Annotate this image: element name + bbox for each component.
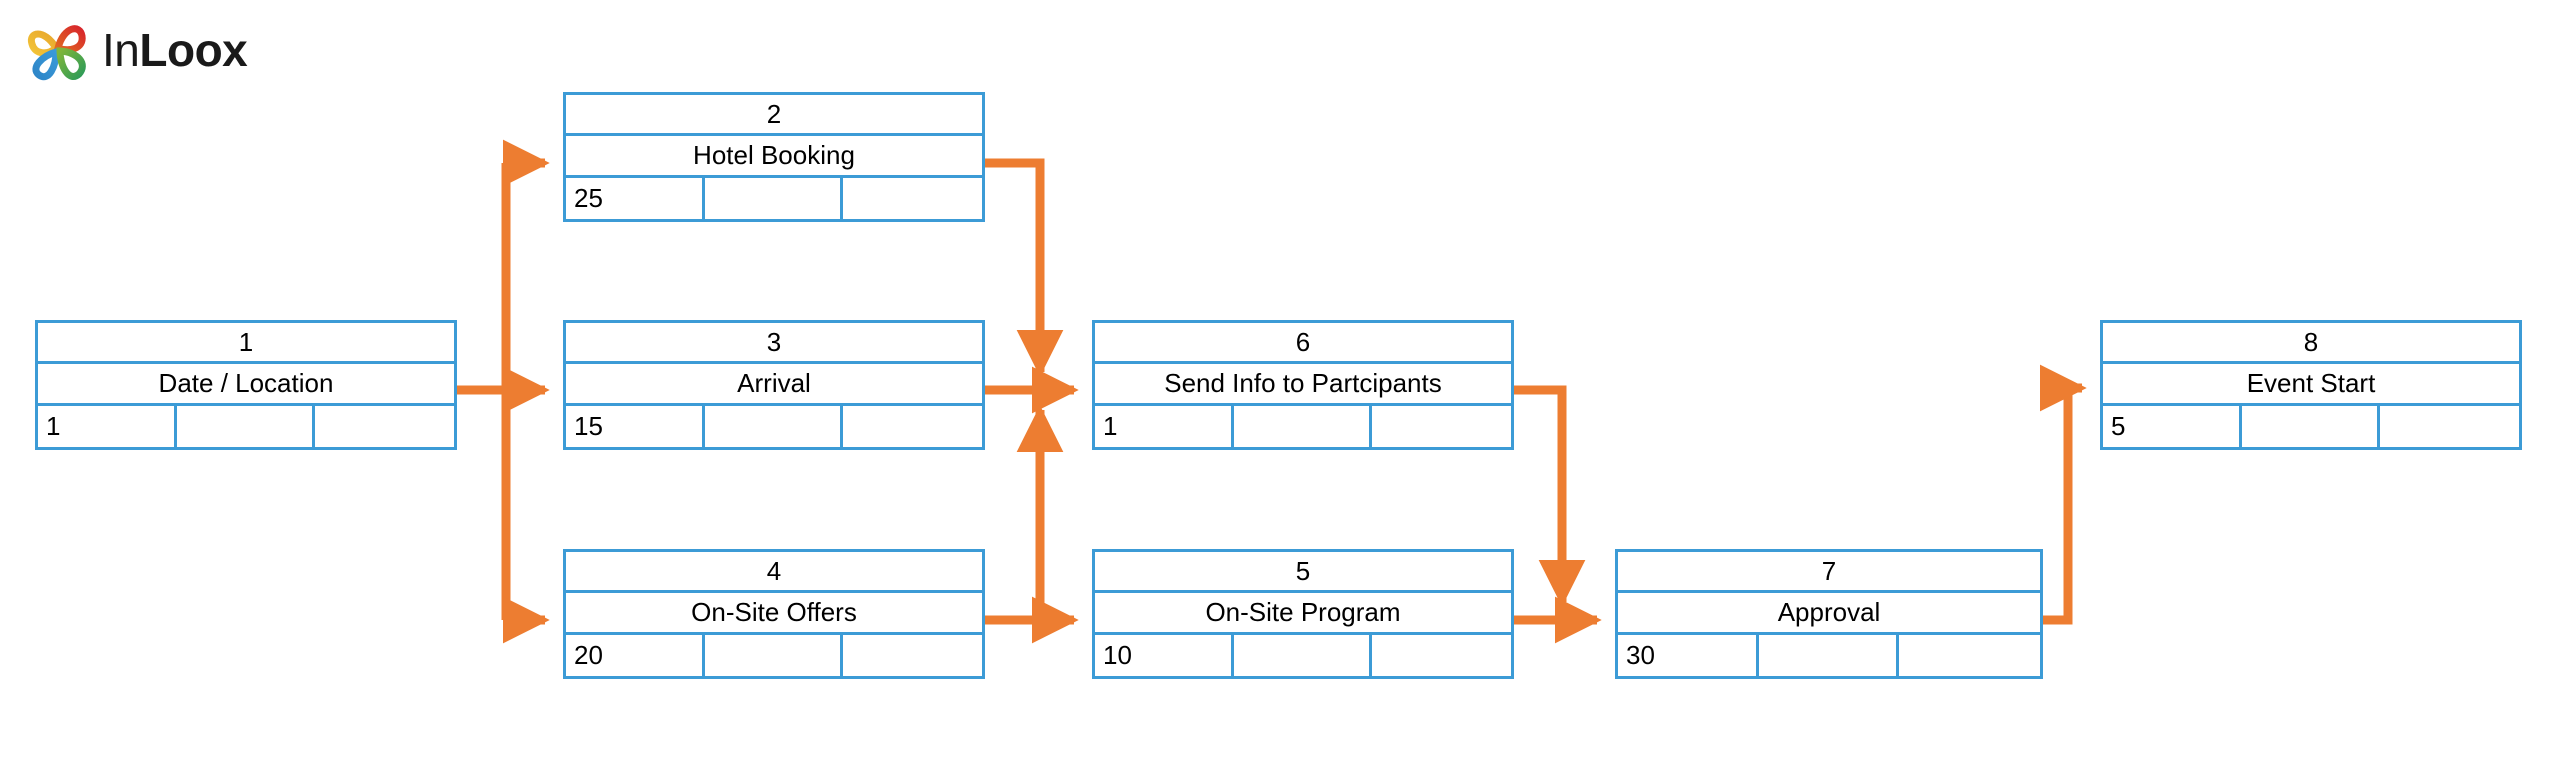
node-duration: 30	[1618, 635, 1759, 676]
inloox-logo: InLoox	[22, 14, 248, 86]
inloox-pinwheel-icon	[22, 14, 94, 86]
node-footer: 10	[1095, 635, 1511, 676]
link-7-8	[2039, 364, 2087, 625]
node-name: Hotel Booking	[566, 136, 982, 178]
node-id: 2	[566, 95, 982, 136]
wordmark-loox: Loox	[139, 24, 248, 76]
node-cell-3	[843, 178, 982, 219]
node-cell-2	[705, 406, 844, 447]
link-2-6	[985, 158, 1064, 377]
node-cell-3	[1899, 635, 2040, 676]
node-name: Send Info to Partcipants	[1095, 364, 1511, 406]
node-duration: 10	[1095, 635, 1234, 676]
node-name: Event Start	[2103, 364, 2519, 406]
node-id: 7	[1618, 552, 2040, 593]
node-cell-2	[705, 178, 844, 219]
wordmark-in: In	[102, 24, 140, 76]
node-id: 8	[2103, 323, 2519, 364]
node-cell-3	[1372, 406, 1511, 447]
node-duration: 20	[566, 635, 705, 676]
node-id: 1	[38, 323, 454, 364]
link-4-6	[985, 405, 1064, 625]
node-footer: 5	[2103, 406, 2519, 447]
node-cell-2	[1234, 406, 1373, 447]
node-id: 6	[1095, 323, 1511, 364]
node-footer: 30	[1618, 635, 2040, 676]
node-id: 3	[566, 323, 982, 364]
node-footer: 1	[38, 406, 454, 447]
node-footer: 20	[566, 635, 982, 676]
node-name: Date / Location	[38, 364, 454, 406]
node-id: 4	[566, 552, 982, 593]
node-duration: 25	[566, 178, 705, 219]
node-footer: 15	[566, 406, 982, 447]
node-duration: 5	[2103, 406, 2242, 447]
node-footer: 1	[1095, 406, 1511, 447]
node-id: 5	[1095, 552, 1511, 593]
node-footer: 25	[566, 178, 982, 219]
node-cell-3	[843, 406, 982, 447]
node-cell-3	[315, 406, 454, 447]
node-name: Approval	[1618, 593, 2040, 635]
node-cell-2	[1759, 635, 1900, 676]
node-name: On-Site Program	[1095, 593, 1511, 635]
node-name: Arrival	[566, 364, 982, 406]
node-cell-3	[1372, 635, 1511, 676]
inloox-wordmark: InLoox	[102, 24, 248, 76]
node-duration: 15	[566, 406, 705, 447]
node-cell-2	[2242, 406, 2381, 447]
node-cell-2	[705, 635, 844, 676]
node-cell-3	[843, 635, 982, 676]
node-duration: 1	[38, 406, 177, 447]
node-duration: 1	[1095, 406, 1234, 447]
node-cell-3	[2380, 406, 2519, 447]
link-6-7	[1514, 385, 1586, 607]
node-name: On-Site Offers	[566, 593, 982, 635]
node-cell-2	[177, 406, 316, 447]
node-cell-2	[1234, 635, 1373, 676]
